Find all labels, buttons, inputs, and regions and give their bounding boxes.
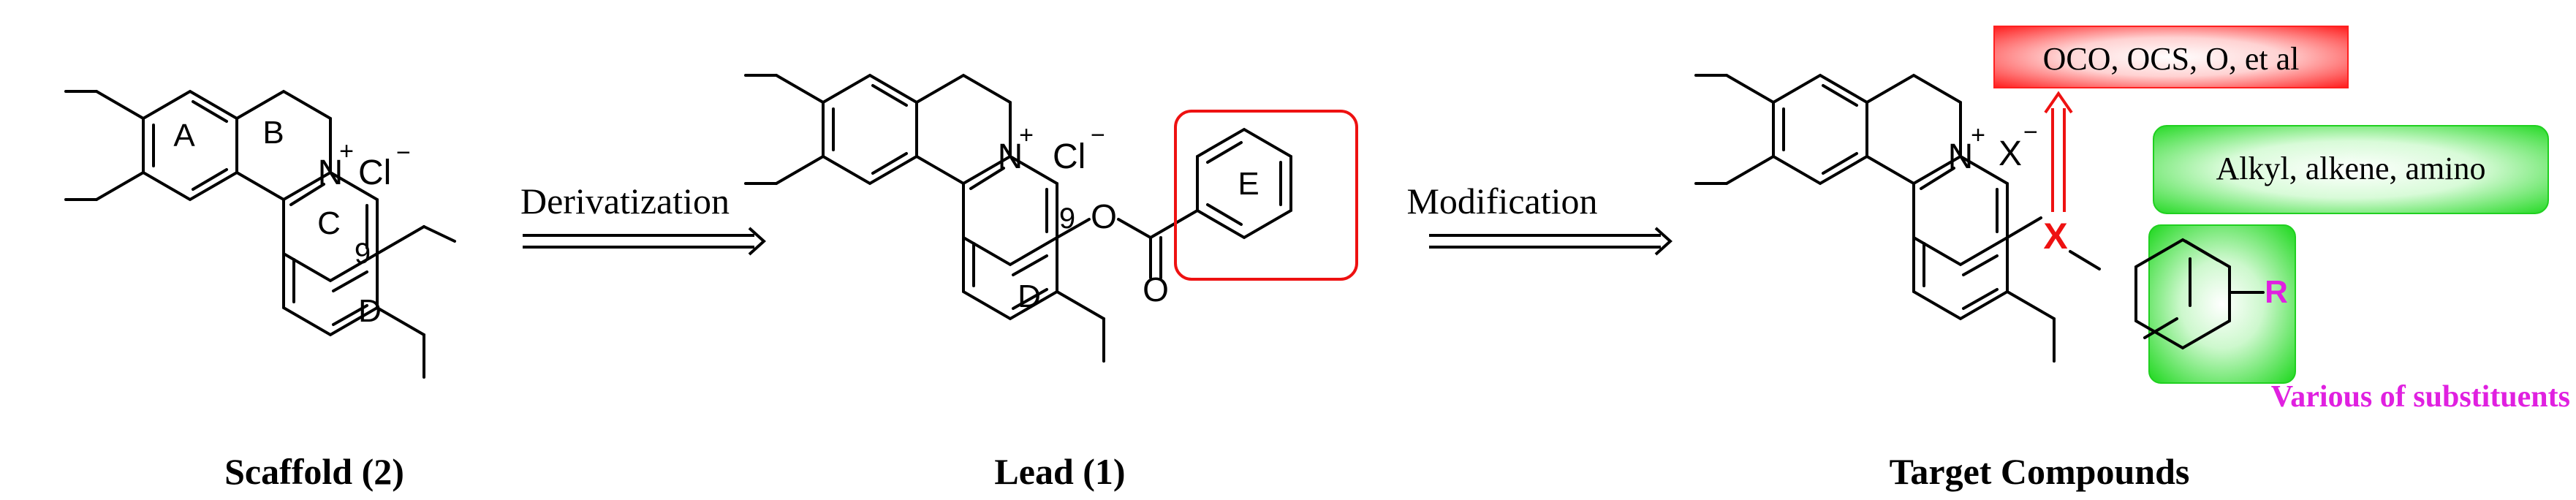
target-aryl-ring [2134,238,2265,350]
scaffold-ring-b [235,89,332,202]
lead-caption: Lead (1) [994,451,1125,492]
target-linker-x: X [2043,216,2067,257]
alkyl-options-box [2153,125,2549,214]
scaffold-ring-d [282,252,379,337]
target-labels: N + X − X R [1948,118,2288,310]
lead-nitrogen: N [998,137,1023,176]
lead-ester-oxygen: O [1091,197,1117,235]
lead-plus: + [1019,121,1034,149]
various-substituents-label: Various of substituents [2271,380,2570,414]
lead-ring-c [962,155,1058,267]
linker-options-box [1993,26,2349,88]
scaffold-ring-b-label: B [262,115,284,151]
scaffold-ome-1 [95,90,145,120]
lead-labels: N + Cl − D E 9 O O [998,121,1259,314]
scaffold-labels: A B C D N + Cl − 9 [173,115,411,329]
scaffold-caption: Scaffold (2) [224,451,404,492]
aryl-highlight-box [2148,224,2296,384]
lead-ring-d [962,236,1058,321]
scaffold-nitrogen: N [318,154,344,192]
scaffold-ome-10 [376,306,425,336]
modification-label: Modification [1406,181,1597,221]
lead-minus: − [1091,121,1105,149]
derivatization-arrow [523,227,766,256]
scaffold-ring-c [282,171,379,283]
lead-carbonyl-oxygen: O [1143,270,1169,308]
lead-ring-b [915,73,1012,186]
lead-structure [744,73,1292,363]
target-structure [1694,73,2101,363]
target-minus: − [2023,118,2038,146]
lead-ring-d-label: D [1018,279,1041,314]
scaffold-plus: + [339,137,354,165]
scaffold-minus: − [396,139,411,167]
lead-ring-e-label: E [1238,166,1259,202]
lead-ester-highlight-box [1174,110,1358,281]
scaffold-ring-d-label: D [358,293,382,329]
scaffold-position-9: 9 [355,238,371,270]
lead-ring-e [1196,127,1292,240]
lead-ester-bond [1056,218,1091,239]
lead-position-9: 9 [1059,202,1075,235]
alkyl-options-text: Alkyl, alkene, amino [2216,151,2485,186]
target-counterion: X [1999,135,2022,173]
lead-ring-a [822,73,918,186]
scaffold-ome-9 [376,225,425,255]
target-caption: Target Compounds [1890,451,2190,492]
scaffold-ring-a-label: A [173,118,195,154]
linker-options-text: OCO, OCS, O, et al [2043,41,2300,77]
scaffold-structure [64,89,456,379]
scaffold-ring-c-label: C [317,205,341,241]
modification-arrow [1429,227,1672,256]
scaffold-ome-2 [95,171,145,201]
lead-counterion: Cl [1053,137,1086,176]
target-plus: + [1971,121,1985,149]
derivatization-label: Derivatization [520,181,730,221]
target-nitrogen: N [1948,137,1974,176]
target-substituent-r: R [2265,274,2288,310]
scaffold-counterion: Cl [358,154,391,192]
linker-up-arrow [2044,91,2073,212]
